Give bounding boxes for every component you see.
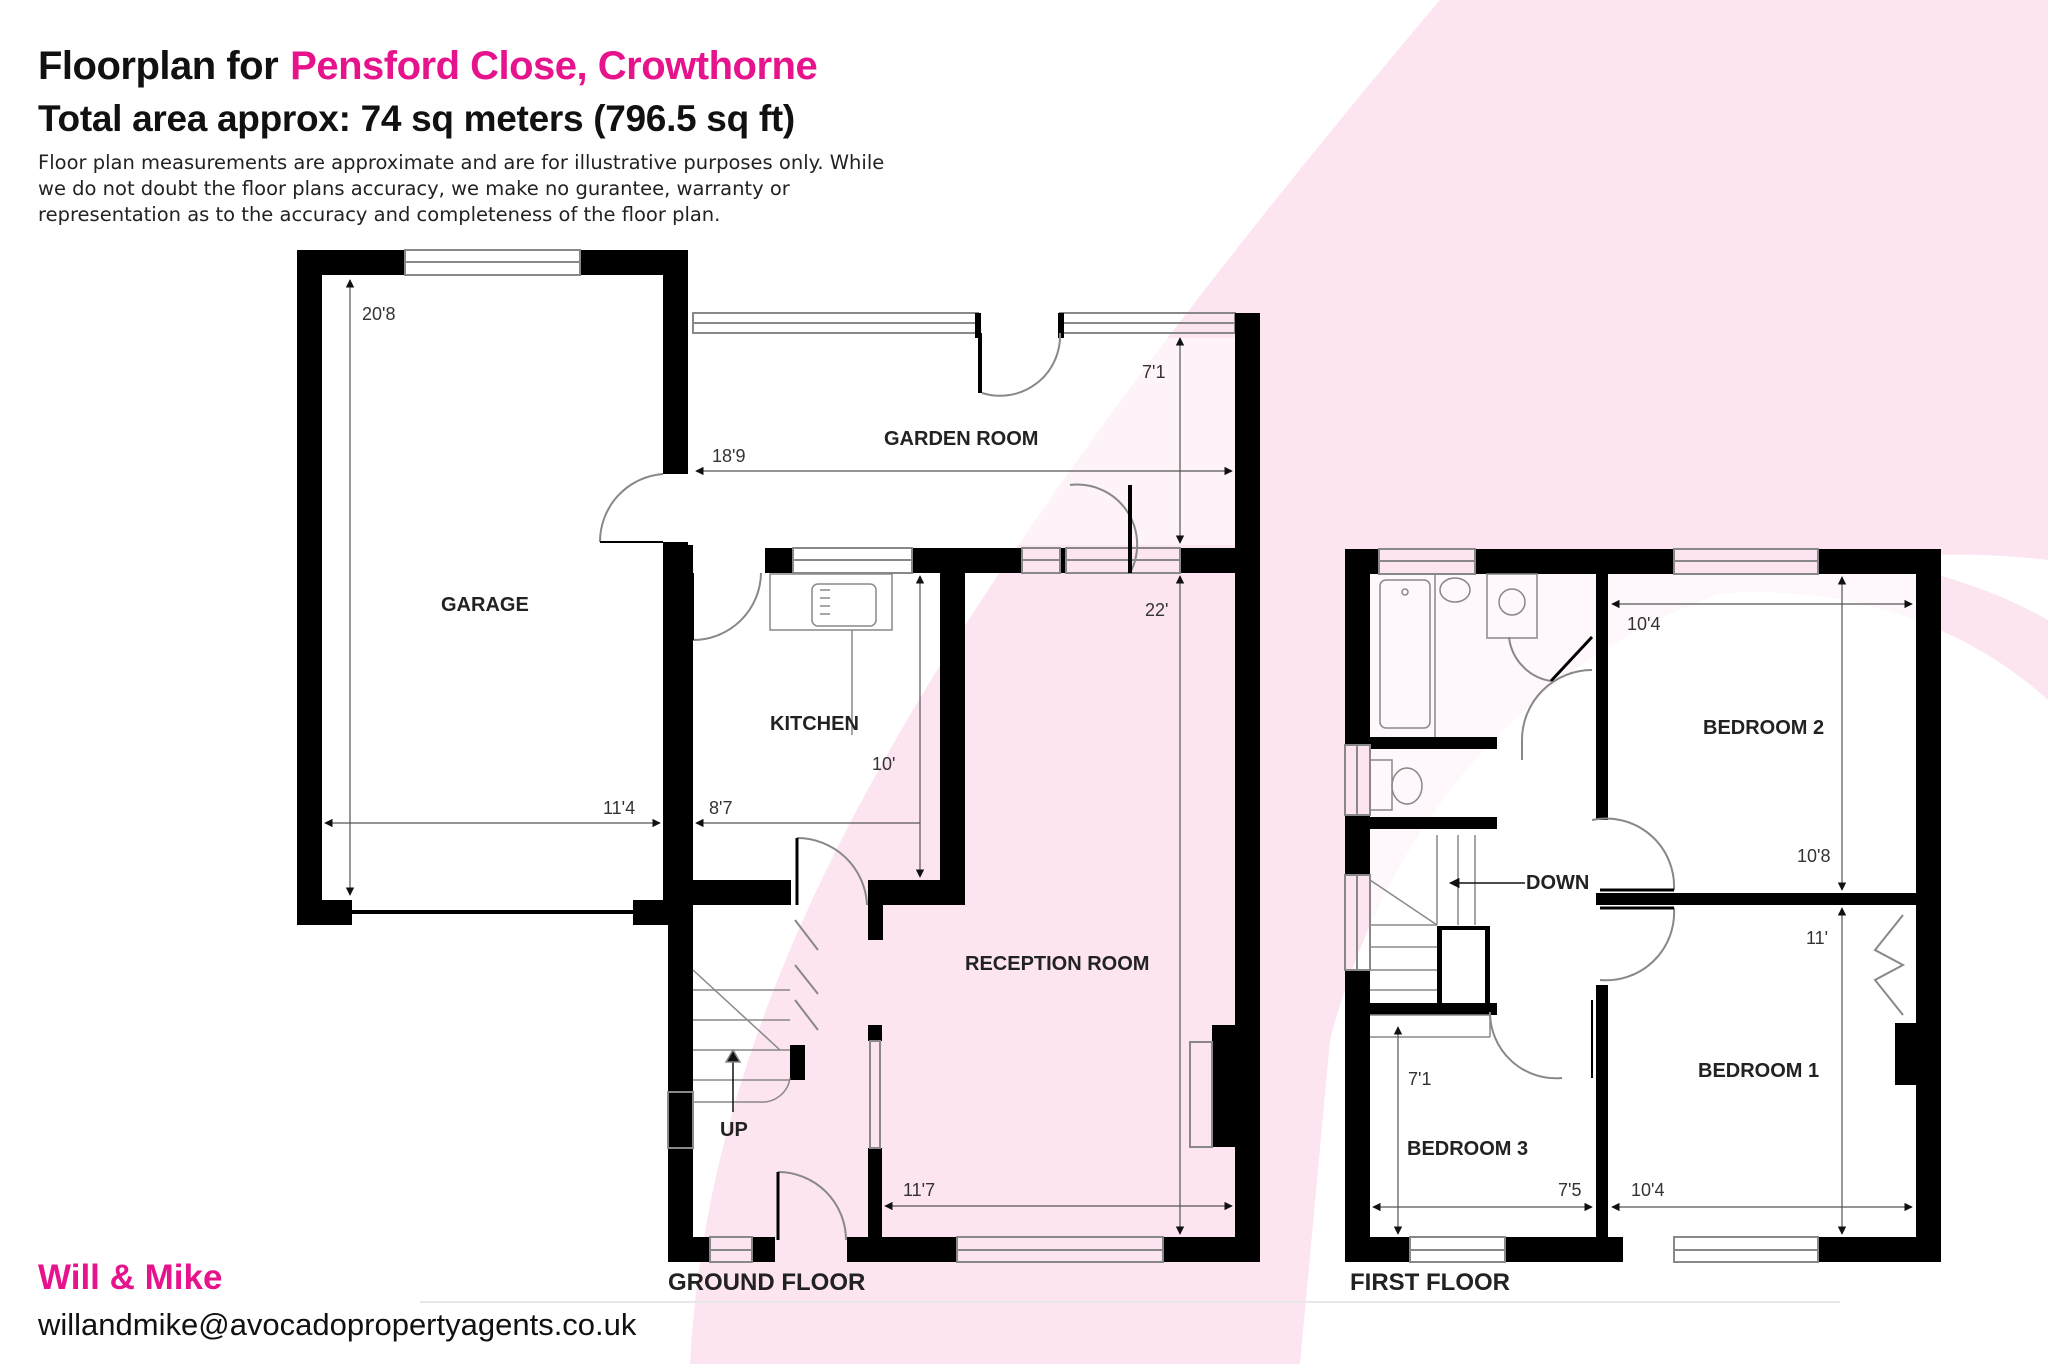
ground-floor-plan: GARAGE GARDEN ROOM KITCHEN RECEPTION ROO…: [297, 249, 1260, 1296]
room-label-bedroom-3: BEDROOM 3: [1407, 1138, 1528, 1160]
dim-kitchen-width: 8'7: [709, 798, 732, 818]
dim-reception-width: 11'7: [903, 1180, 935, 1200]
disclaimer-text: Floor plan measurements are approximate …: [38, 151, 885, 226]
dim-bedroom-1-length: 11': [1806, 928, 1828, 948]
dim-garage-length: 20'8: [362, 304, 395, 324]
room-label-bedroom-1: BEDROOM 1: [1698, 1060, 1819, 1082]
total-area: Total area approx: 74 sq meters (796.5 s…: [38, 98, 795, 139]
dim-garden-width: 18'9: [712, 446, 745, 466]
ground-floor-label: GROUND FLOOR: [668, 1269, 865, 1296]
dim-bedroom-3-length: 7'1: [1408, 1069, 1431, 1089]
interior-walls: [668, 338, 1260, 1262]
agent-name: Will & Mike: [38, 1258, 223, 1297]
agent-email[interactable]: willandmike@avocadopropertyagents.co.uk: [38, 1307, 637, 1342]
dim-garden-length: 7'1: [1142, 362, 1165, 382]
room-label-reception-room: RECEPTION ROOM: [965, 953, 1149, 975]
stairs-down: [1369, 835, 1525, 1038]
dim-garage-width: 11'4: [603, 798, 635, 818]
bathroom-fixtures: [1369, 573, 1538, 811]
ground-dimension-lines: [324, 279, 1233, 1235]
footer: Will & Mike willandmike@avocadopropertya…: [38, 1256, 636, 1346]
stairs-up: [692, 969, 791, 1112]
first-floor-walls: [1345, 549, 1941, 1262]
room-label-bedroom-2: BEDROOM 2: [1703, 717, 1824, 739]
dim-reception-length: 22': [1145, 600, 1168, 620]
first-floor-door-swings: [1488, 635, 1906, 1080]
room-label-garage: GARAGE: [441, 594, 529, 616]
dim-bedroom-2-length: 10'8: [1797, 846, 1830, 866]
dim-bedroom-1-width: 10'4: [1631, 1180, 1664, 1200]
property-name: Pensford Close, Crowthorne: [290, 44, 818, 88]
first-dimension-lines: [1372, 576, 1913, 1235]
pink-lower-arc: [1260, 554, 2048, 1364]
door-swings: [598, 473, 1139, 1241]
dim-bedroom-3-width: 7'5: [1558, 1180, 1581, 1200]
dim-kitchen-length: 10': [872, 754, 895, 774]
title-prefix: Floorplan for: [38, 44, 279, 88]
first-floor-label: FIRST FLOOR: [1350, 1269, 1510, 1296]
dim-bedroom-2-width: 10'4: [1627, 614, 1660, 634]
stairs-down-label: DOWN: [1526, 872, 1589, 894]
room-label-garden-room: GARDEN ROOM: [884, 428, 1038, 450]
kitchen-sink: [769, 573, 893, 735]
room-label-kitchen: KITCHEN: [770, 713, 859, 735]
garage-window: [404, 249, 581, 276]
stairs-up-label: UP: [720, 1119, 748, 1141]
first-floor-plan: BEDROOM 2 BEDROOM 1 BEDROOM 3 DOWN 10'4 …: [1344, 548, 1941, 1296]
